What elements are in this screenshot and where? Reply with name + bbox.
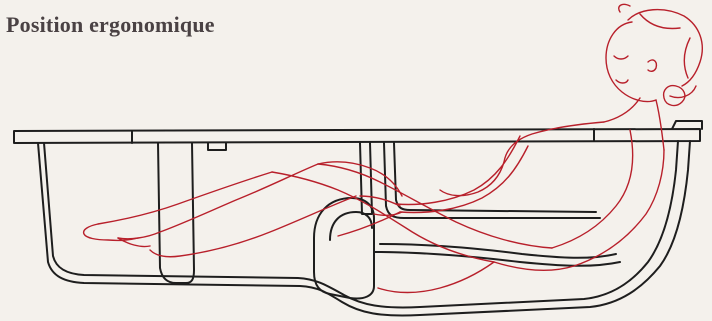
support-pipe-right-inner bbox=[393, 142, 597, 213]
woman-calf bbox=[117, 163, 319, 240]
woman-second-leg bbox=[149, 195, 401, 258]
knee-cushion bbox=[313, 197, 375, 300]
bathtub-rim bbox=[13, 128, 701, 144]
woman-foot bbox=[82, 223, 151, 248]
drain-fitting bbox=[207, 142, 227, 151]
woman-neck bbox=[603, 97, 665, 151]
woman-hair-bun bbox=[662, 84, 686, 107]
woman-chest bbox=[439, 161, 505, 197]
knee-cushion-inner bbox=[329, 211, 373, 241]
woman-arm bbox=[395, 135, 529, 214]
woman-hand bbox=[359, 195, 403, 217]
woman-hip bbox=[377, 261, 495, 294]
woman-shoulder bbox=[503, 121, 605, 163]
headrest-block bbox=[671, 120, 703, 130]
reclining-woman-drawing bbox=[82, 3, 703, 294]
seat-ramp bbox=[373, 251, 621, 267]
support-pipe-right bbox=[383, 142, 601, 219]
woman-knee bbox=[317, 161, 403, 197]
bathtub-drawing bbox=[13, 120, 703, 317]
woman-eye bbox=[613, 55, 629, 60]
woman-ear bbox=[647, 59, 658, 73]
woman-thigh-lower bbox=[317, 163, 553, 249]
page-title: Position ergonomique bbox=[6, 12, 215, 37]
woman-mouth bbox=[615, 79, 629, 84]
woman-back-inner bbox=[551, 129, 634, 249]
bathtub-outer-shell bbox=[37, 140, 691, 317]
bathtub-inner-edge bbox=[43, 140, 679, 309]
support-pipe-left bbox=[157, 142, 195, 284]
woman-shin bbox=[97, 171, 273, 225]
seat-ramp-inner bbox=[379, 243, 617, 259]
woman-back bbox=[493, 149, 665, 272]
woman-hair bbox=[618, 3, 703, 99]
woman-thigh-upper bbox=[271, 171, 495, 263]
